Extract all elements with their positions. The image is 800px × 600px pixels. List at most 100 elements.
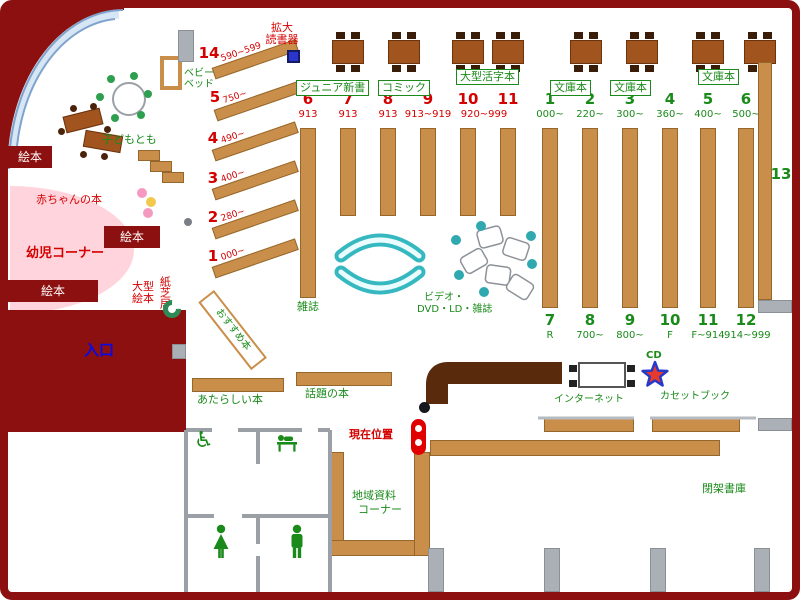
stack-number: 11	[697, 311, 719, 329]
shelf-number: 4	[207, 129, 219, 147]
pillar	[758, 418, 792, 431]
stack-number: 2	[584, 90, 596, 108]
window-curve-inner	[15, 18, 116, 163]
stack-range: F	[667, 330, 673, 341]
reading-table	[626, 32, 658, 72]
pillar	[650, 548, 666, 592]
magnifier-label-2: 読書器	[265, 33, 299, 46]
picture-books-label: 絵本	[17, 150, 42, 164]
column-dot	[184, 218, 192, 226]
stack-range: R	[546, 330, 554, 341]
internet-chair	[627, 365, 635, 372]
stack-number: 10	[659, 311, 681, 329]
genre-label-bunko: 文庫本	[550, 80, 591, 96]
av-chair-dots	[451, 221, 537, 297]
reading-table	[452, 32, 484, 72]
bookshelf	[460, 128, 476, 216]
pillar	[178, 30, 194, 62]
internet-table	[578, 362, 626, 388]
kids-books-label: 子どもとも	[102, 133, 157, 146]
shelf-number: 5	[209, 88, 221, 106]
stack-number: 6	[302, 90, 314, 108]
window-curve-band	[7, 9, 120, 167]
large-picture-books-label-1: 大型	[132, 280, 154, 293]
reading-table	[492, 32, 524, 72]
shelf-number: 2	[207, 208, 219, 226]
kids-step-shelf	[138, 150, 160, 161]
pillar	[172, 344, 186, 359]
stack-number: 6	[740, 90, 752, 108]
cd-label: CD	[646, 350, 662, 361]
stack-range: 914~999	[724, 330, 771, 341]
kids-chair-dot	[101, 153, 108, 160]
kids-chair-dot	[104, 126, 111, 133]
stack-range: 360~	[656, 109, 684, 120]
topic-books-shelf	[296, 372, 392, 386]
stack-range: 700~	[576, 330, 604, 341]
kids-step-shelf	[150, 161, 172, 172]
local-corner-label-2: コーナー	[358, 503, 402, 516]
kids-stool-dot	[146, 197, 156, 207]
kids-chair-dot	[130, 72, 138, 80]
av-listening-tables	[459, 225, 535, 301]
stack-range: 400~	[694, 109, 722, 120]
closed-stacks-label: 閉架書庫	[702, 482, 746, 495]
topic-books-label: 話題の本	[305, 387, 349, 400]
stack-range: 913	[298, 109, 318, 120]
pillar	[758, 300, 792, 313]
stack-number: 7	[342, 90, 354, 108]
baby-bed	[160, 56, 182, 90]
kids-chair-dot	[111, 114, 119, 122]
picture-books-label: 絵本	[119, 230, 144, 244]
genre-label-comic: コミック	[378, 80, 430, 96]
service-counter	[426, 362, 562, 404]
magazines-label: 雑誌	[297, 300, 319, 313]
kids-stool-dot	[143, 208, 153, 218]
wheelchair-icon: ♿	[194, 428, 214, 453]
genre-label-large-print: 大型活字本	[456, 69, 519, 85]
stack-range: 300~	[616, 109, 644, 120]
bookshelf	[300, 128, 316, 298]
reading-table	[692, 32, 724, 72]
pillar	[428, 548, 444, 592]
baby-bed-label-2: ベッド	[184, 79, 214, 90]
picture-books-shelf: 絵本	[8, 146, 52, 168]
stack-range: 920~999	[460, 109, 508, 120]
stack-number: 1	[544, 90, 556, 108]
bookshelf	[340, 128, 356, 216]
kids-chair-dot	[70, 105, 77, 112]
bookshelf	[542, 128, 558, 308]
internet-chair	[569, 380, 577, 387]
bookshelf	[622, 128, 638, 308]
shelf-number: 1	[207, 247, 219, 265]
kids-chair-dot	[90, 103, 97, 110]
new-books-shelf	[192, 378, 284, 392]
picture-books-shelf: 絵本	[104, 226, 160, 248]
stack-number: 12	[735, 311, 757, 329]
stack-number: 7	[544, 311, 556, 329]
kids-stool-dot	[137, 188, 147, 198]
cd-star-icon	[641, 360, 669, 387]
stack-range: 913	[338, 109, 358, 120]
shelf-number: 14	[198, 44, 220, 62]
bookshelf	[738, 128, 754, 308]
kids-step-shelf	[162, 172, 184, 183]
baby-changing-icon	[274, 428, 300, 458]
stack-range: 800~	[616, 330, 644, 341]
column-dot	[419, 402, 430, 413]
bookshelf	[380, 128, 396, 216]
new-books-label: あたらしい本	[197, 393, 263, 406]
reading-table	[744, 32, 776, 72]
cassette-book-label: カセットブック	[660, 391, 730, 402]
stack-range: 913	[378, 109, 398, 120]
stack-shelf	[430, 440, 720, 456]
stack-number: 4	[664, 90, 676, 108]
kids-chair-dot	[144, 90, 152, 98]
stack-number: 11	[497, 90, 519, 108]
local-corner-label-1: 地域資料	[352, 489, 396, 502]
toddler-corner-label: 幼児コーナー	[26, 246, 105, 261]
stack-number: 9	[624, 311, 636, 329]
stack-number: 9	[422, 90, 434, 108]
stack-range: F~914	[691, 330, 725, 341]
kids-chair-dot	[80, 151, 87, 158]
